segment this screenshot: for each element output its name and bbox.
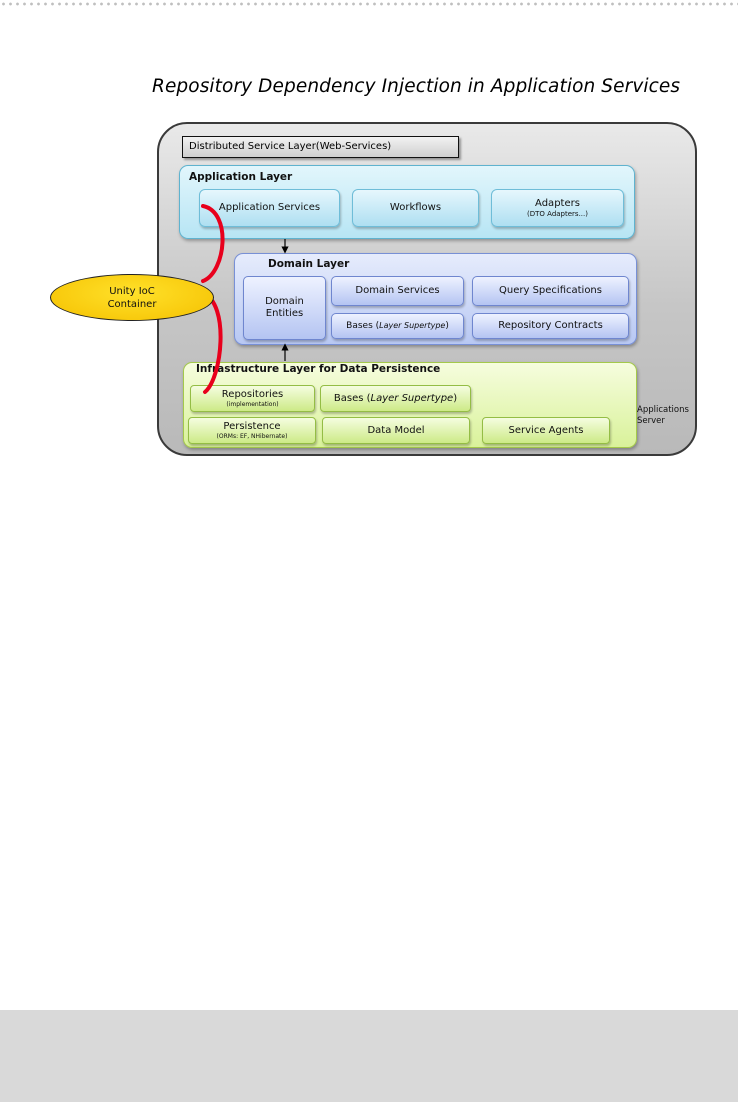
infra-bases-prefix: Bases ( xyxy=(333,393,371,404)
domain-bases-supertype: Layer Supertype xyxy=(379,321,446,330)
repositories-sublabel: (implementation) xyxy=(226,401,279,408)
injection-curve-upper xyxy=(201,204,225,283)
domain-bases-box: Bases (Layer Supertype) xyxy=(331,313,464,339)
diagram-title: Repository Dependency Injection in Appli… xyxy=(152,76,681,97)
persistence-box: Persistence (ORMs: EF, NHibernate) xyxy=(188,417,316,444)
workflows-label: Workflows xyxy=(389,202,442,213)
repository-contracts-label: Repository Contracts xyxy=(498,320,603,331)
domain-services-label: Domain Services xyxy=(355,285,440,296)
adapters-label: Adapters xyxy=(535,197,580,209)
repositories-label: Repositories xyxy=(221,389,284,400)
domain-layer-title: Domain Layer xyxy=(268,258,350,270)
adapters-box: Adapters (DTO Adapters...) xyxy=(491,189,624,227)
domain-bases-suffix: ) xyxy=(445,321,449,331)
infra-bases-supertype: Layer Supertype xyxy=(370,393,454,404)
service-agents-box: Service Agents xyxy=(482,417,610,444)
domain-entities-label-line1: Domain xyxy=(265,296,304,307)
application-layer-title: Application Layer xyxy=(189,171,293,183)
application-services-box: Application Services xyxy=(199,189,340,227)
repositories-box: Repositories (implementation) xyxy=(190,385,315,412)
infra-bases-box: Bases (Layer Supertype) xyxy=(320,385,471,412)
workflows-box: Workflows xyxy=(352,189,479,227)
domain-services-box: Domain Services xyxy=(331,276,464,306)
unity-label-line1: Unity IoC xyxy=(109,285,155,297)
query-specifications-box: Query Specifications xyxy=(472,276,629,306)
applications-server-label: Applications Server xyxy=(637,405,689,426)
query-specifications-label: Query Specifications xyxy=(499,285,602,296)
data-model-box: Data Model xyxy=(322,417,470,444)
application-services-label: Application Services xyxy=(218,202,321,213)
unity-ioc-container: Unity IoC Container xyxy=(50,274,214,321)
infra-bases-suffix: ) xyxy=(453,393,458,404)
domain-entities-box: Domain Entities xyxy=(243,276,326,340)
data-model-label: Data Model xyxy=(367,424,425,436)
unity-label-line2: Container xyxy=(107,298,157,310)
repository-contracts-box: Repository Contracts xyxy=(472,313,629,339)
infrastructure-layer-title: Infrastructure Layer for Data Persistenc… xyxy=(196,363,441,375)
domain-entities-label-line2: Entities xyxy=(265,308,304,319)
page-footer-band xyxy=(0,1010,738,1102)
domain-bases-prefix: Bases ( xyxy=(346,321,380,331)
persistence-label: Persistence xyxy=(223,421,281,432)
distributed-service-layer: Distributed Service Layer(Web-Services) xyxy=(182,136,459,158)
service-agents-label: Service Agents xyxy=(508,424,584,436)
persistence-sublabel: (ORMs: EF, NHibernate) xyxy=(216,433,288,440)
top-dotted-border xyxy=(0,2,738,6)
adapters-sublabel: (DTO Adapters...) xyxy=(527,209,588,218)
